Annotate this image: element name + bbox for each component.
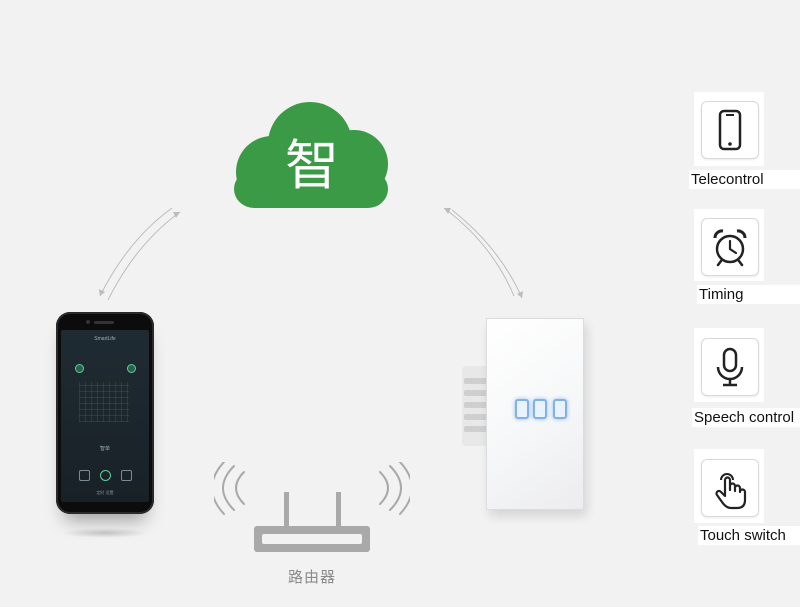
cloud-icon: 智 xyxy=(234,102,388,208)
phone-speaker xyxy=(94,321,114,324)
touch-wall-switch xyxy=(486,318,584,510)
feature-label-speech-control: Speech control xyxy=(692,408,800,427)
connection-arcs xyxy=(99,207,523,301)
app-title: SmartLife xyxy=(94,336,116,342)
smartphone-icon xyxy=(701,101,759,159)
feature-speech-control xyxy=(694,328,764,402)
cloud-glyph: 智 xyxy=(285,134,339,197)
switch-button-1[interactable] xyxy=(515,399,529,419)
app-button-left[interactable] xyxy=(79,470,90,481)
app-footer: 定时 设置 xyxy=(96,490,114,495)
switch-button-3[interactable] xyxy=(553,399,567,419)
router-label: 路由器 xyxy=(287,569,336,586)
feature-label-telecontrol: Telecontrol xyxy=(689,170,800,189)
feature-telecontrol xyxy=(694,92,764,166)
microphone-icon xyxy=(701,338,759,396)
room-map xyxy=(79,382,129,422)
touch-hand-icon xyxy=(701,459,759,517)
alarm-clock-icon xyxy=(701,218,759,276)
cloud-shape xyxy=(234,102,388,208)
feature-label-touch-switch: Touch switch xyxy=(698,526,800,545)
feature-timing xyxy=(694,209,764,281)
smartphone: SmartLife 智单 定时 设置 xyxy=(56,312,154,514)
router-icon xyxy=(214,462,410,552)
device-label: 智单 xyxy=(99,446,110,452)
phone-camera xyxy=(86,320,90,324)
status-dot-left xyxy=(75,364,84,373)
phone-screen: SmartLife 智单 定时 设置 xyxy=(61,330,149,502)
app-button-right[interactable] xyxy=(121,470,132,481)
status-dot-right xyxy=(127,364,136,373)
phone-shadow xyxy=(62,528,148,538)
switch-button-2[interactable] xyxy=(533,399,547,419)
feature-touch-switch xyxy=(694,449,764,523)
feature-label-timing: Timing xyxy=(697,285,800,304)
app-button-center[interactable] xyxy=(100,470,111,481)
